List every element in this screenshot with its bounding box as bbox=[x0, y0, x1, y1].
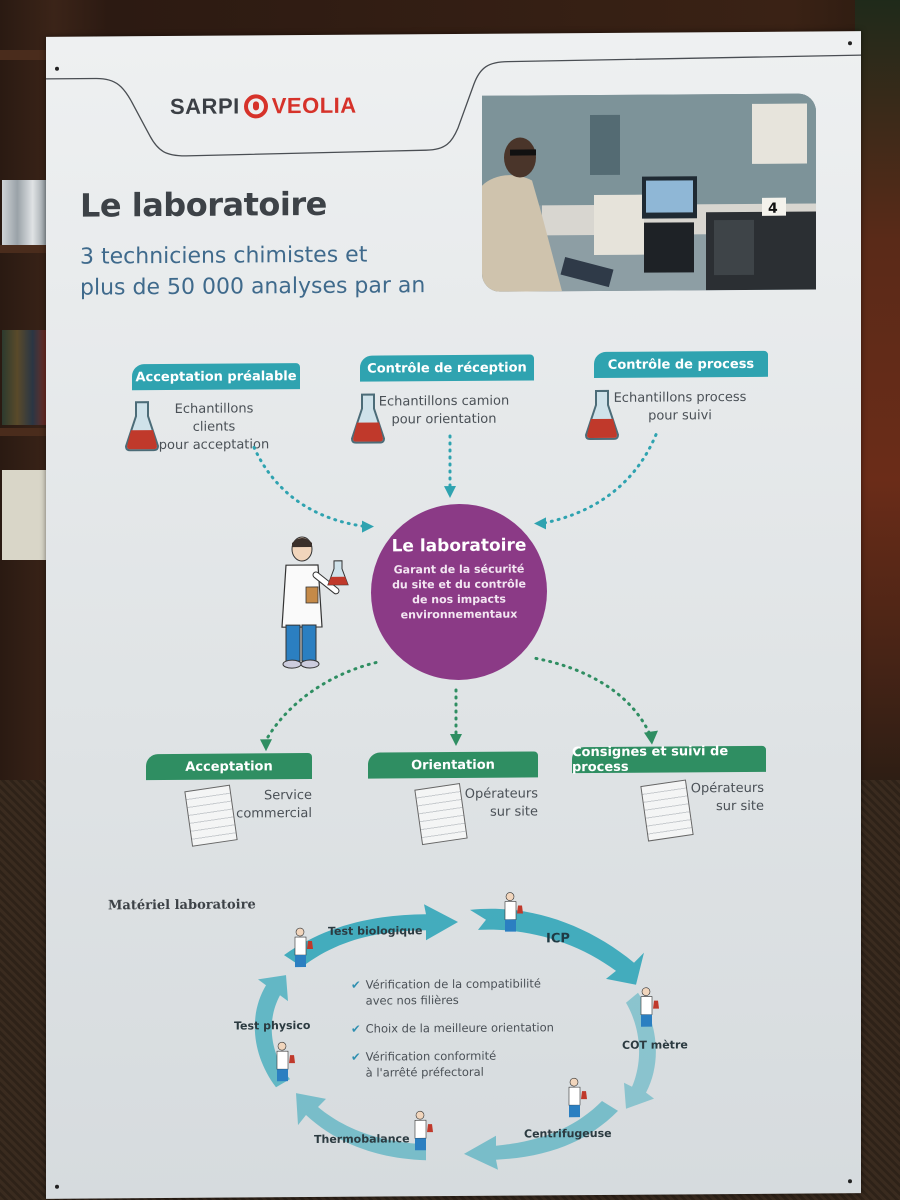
bookshelf bbox=[0, 50, 60, 60]
checkmark-icon: ✔ bbox=[351, 1021, 361, 1036]
bookshelf bbox=[0, 245, 60, 253]
lab-photo: 4 bbox=[482, 93, 816, 292]
flask-icon bbox=[124, 401, 160, 452]
cycle-label-cot-metre: COT mètre bbox=[622, 1038, 688, 1052]
arrow-head-icon bbox=[362, 520, 374, 533]
arrow-head-icon bbox=[444, 485, 456, 499]
cycle-label-test-biologique: Test biologique bbox=[328, 924, 423, 938]
cycle-label-icp: ICP bbox=[546, 931, 570, 947]
check-text: à l'arrêté préfectoral bbox=[365, 1064, 484, 1080]
mini-scientist-icon bbox=[276, 1041, 295, 1082]
check-text: avec nos filières bbox=[365, 992, 459, 1008]
books bbox=[2, 330, 48, 425]
arrow-head-icon bbox=[260, 739, 272, 752]
books bbox=[2, 470, 48, 560]
mini-scientist-icon bbox=[504, 892, 523, 932]
svg-text:4: 4 bbox=[768, 201, 778, 217]
arrow-head-icon bbox=[450, 733, 462, 746]
cycle-label-test-physico: Test physico bbox=[234, 1018, 311, 1033]
arrow-head-icon bbox=[644, 730, 658, 745]
flask-icon bbox=[584, 389, 620, 441]
checklist-item: ✔ Choix de la meilleure orientation bbox=[351, 1019, 554, 1036]
flask-icon bbox=[350, 393, 386, 444]
mini-scientist-icon bbox=[640, 987, 659, 1027]
check-text: Vérification de la compatibilité bbox=[365, 976, 541, 992]
background-plant bbox=[855, 0, 900, 800]
lab-photo-scene: 4 bbox=[482, 93, 816, 292]
mini-scientist-icon bbox=[568, 1077, 587, 1118]
mini-scientist-icon bbox=[294, 927, 313, 968]
logo-tab-outline bbox=[46, 54, 861, 157]
scientist-illustration bbox=[281, 536, 349, 669]
bookshelf bbox=[0, 428, 60, 436]
check-text: Vérification conformité bbox=[365, 1048, 497, 1064]
cycle-label-thermobalance: Thermobalance bbox=[314, 1132, 410, 1146]
checkmark-icon: ✔ bbox=[351, 977, 361, 992]
poster: SARPI VEOLIA Le laboratoire 3 technicien… bbox=[46, 31, 861, 1199]
cycle-label-centrifugeuse: Centrifugeuse bbox=[524, 1126, 612, 1141]
mini-scientist-icon bbox=[414, 1110, 433, 1151]
checkmark-icon: ✔ bbox=[351, 1049, 361, 1064]
arrow-head-icon bbox=[534, 517, 546, 530]
check-text: Choix de la meilleure orientation bbox=[365, 1020, 554, 1036]
books bbox=[2, 180, 48, 245]
flow-arrows bbox=[252, 433, 658, 752]
